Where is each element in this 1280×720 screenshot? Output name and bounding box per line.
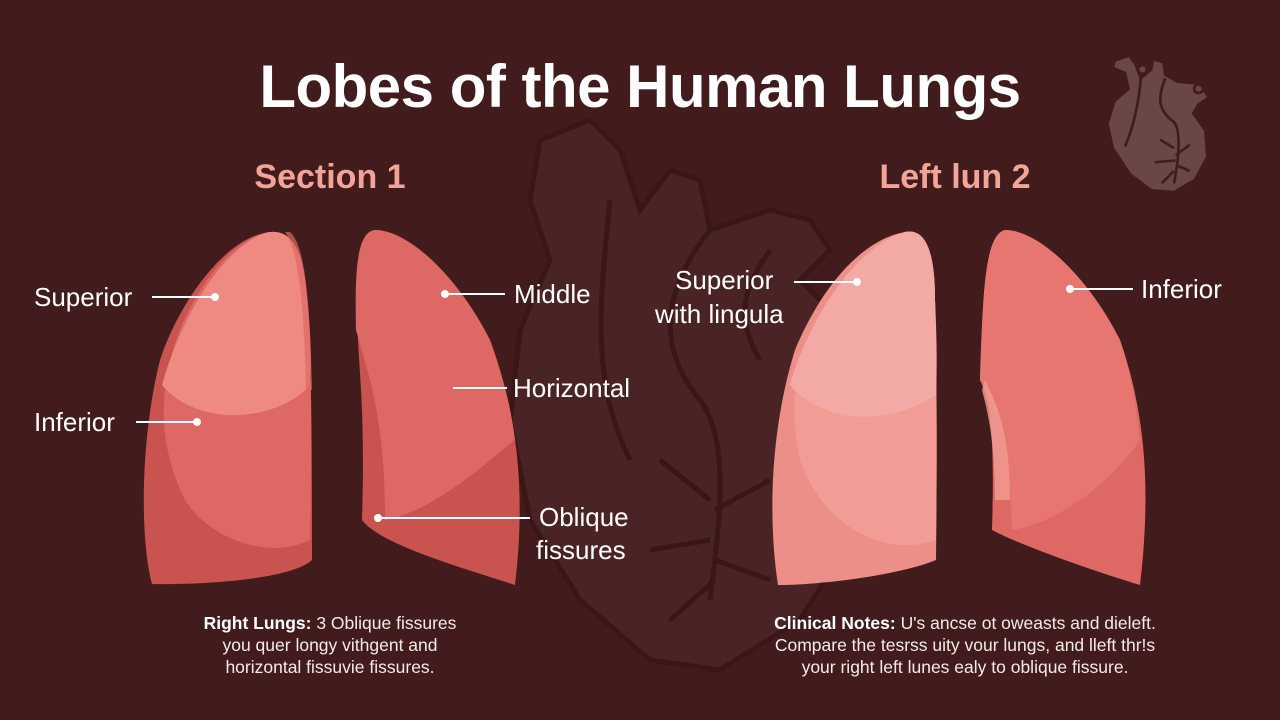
page-title: Lobes of the Human Lungs [259, 53, 1021, 120]
left-lung-left-half [772, 231, 937, 585]
label-superior-left: Superior [675, 265, 774, 295]
label-middle: Middle [514, 279, 591, 309]
caption-right-lungs: Right Lungs: 3 Oblique fissures you quer… [203, 613, 457, 677]
label-inferior: Inferior [34, 407, 115, 437]
label-inferior-left: Inferior [1141, 274, 1222, 304]
label-with-lingula: with lingula [655, 299, 784, 329]
leader-lines [136, 278, 1133, 522]
label-oblique: Oblique [539, 502, 629, 532]
caption-clinical-notes: Clinical Notes: U's ancse ot oweasts and… [774, 613, 1156, 677]
left-lung-right-half [980, 230, 1146, 585]
caption-bold-label: Clinical Notes: [774, 613, 896, 633]
caption-bold-label: Right Lungs: [203, 613, 312, 633]
section-heading-left-lung: Left lun 2 [879, 158, 1031, 196]
section-heading-right-lung: Section 1 [254, 158, 406, 196]
right-lung-right-half [355, 230, 520, 585]
label-horizontal: Horizontal [513, 373, 631, 403]
label-superior: Superior [34, 282, 133, 312]
label-fissures: fissures [536, 535, 626, 565]
right-lung-left-half [143, 231, 312, 585]
anatomical-heart-icon [1106, 54, 1211, 194]
